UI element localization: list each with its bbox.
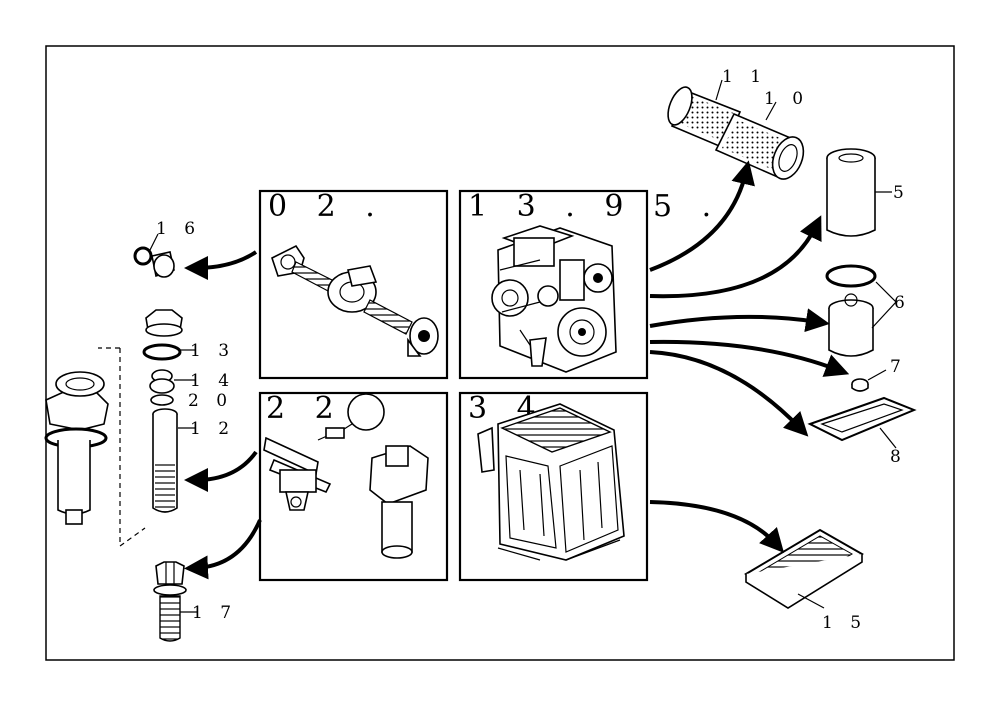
arrow-engine-to-air-filter: [649, 160, 755, 272]
group-label-engine: 1 3 . 9 5 .: [468, 189, 721, 224]
callout-17: 1 7: [192, 603, 237, 623]
breather-16[interactable]: 1 6: [133, 219, 201, 278]
arrow-engine-to-fuel-filter: [649, 215, 822, 299]
fuel-filter-5[interactable]: 5: [826, 148, 910, 237]
air-filter-outer-10: [714, 112, 805, 180]
arrow-engine-to-plug: [649, 339, 850, 377]
callout-6: 6: [894, 293, 911, 313]
callout-20: 2 0: [188, 391, 233, 411]
leader-10: [765, 101, 777, 121]
cab-illustration: [477, 403, 625, 561]
arrow-cab-to-cab-filter: [649, 500, 785, 553]
group-box-hydraulic[interactable]: 2 2 .: [258, 391, 449, 582]
arrow-engine-to-oil-filter: [649, 308, 830, 333]
gasket-8[interactable]: 8: [807, 396, 917, 467]
callout-15: 1 5: [822, 613, 867, 633]
hydraulic-illustration: [263, 393, 429, 559]
callout-16: 1 6: [156, 219, 201, 239]
oil-filter-kit-6[interactable]: 6: [825, 264, 911, 357]
group-box-axle[interactable]: 0 2 .: [258, 189, 449, 380]
filter-housing[interactable]: [44, 371, 109, 525]
arrow-hydraulic-to-strainer: [184, 519, 262, 580]
group-box-engine[interactable]: 1 3 . 9 5 .: [458, 189, 721, 380]
cab-filter-15[interactable]: 1 5: [744, 528, 867, 633]
callout-7: 7: [890, 357, 907, 377]
callout-12: 1 2: [190, 419, 235, 439]
diagram-frame: [45, 45, 955, 661]
callout-13: 1 3: [190, 341, 235, 361]
callout-10: 1 0: [764, 89, 809, 109]
group-box-cab[interactable]: 3 4: [458, 391, 649, 582]
callout-8: 8: [890, 447, 907, 467]
assembly-bracket: [98, 347, 146, 547]
group-label-axle: 0 2 .: [268, 189, 385, 224]
callout-14: 1 4: [190, 371, 235, 391]
arrow-hydraulic-to-filter: [184, 450, 258, 492]
plug-7[interactable]: 7: [851, 357, 907, 392]
air-filter-elements[interactable]: 1 1 1 0: [663, 67, 809, 184]
air-filter-inner-11: [667, 86, 742, 150]
strainer-17[interactable]: 1 7: [153, 561, 237, 642]
axle-illustration: [271, 244, 439, 357]
arrow-engine-to-gasket: [649, 350, 809, 437]
callout-5: 5: [893, 183, 910, 203]
callout-11: 1 1: [722, 67, 767, 87]
hydraulic-filter-kit[interactable]: 1 3 1 4 2 0 1 2: [98, 309, 235, 547]
arrow-axle-to-breather: [184, 250, 258, 280]
flow-arrows: [184, 160, 850, 580]
engine-illustration: [491, 225, 617, 373]
leader-11: [715, 79, 723, 101]
